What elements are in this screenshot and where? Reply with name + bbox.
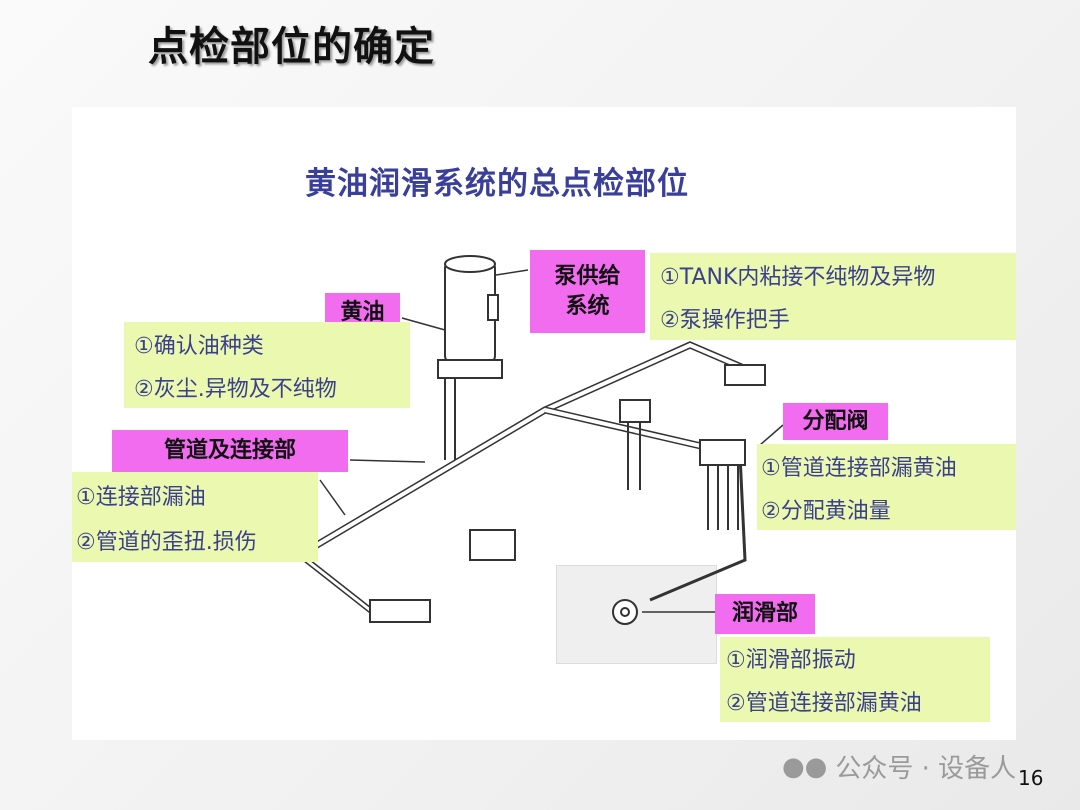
check-item: ①连接部漏油: [76, 484, 206, 510]
check-item: ②泵操作把手: [660, 308, 790, 334]
watermark-text: 公众号 · 设备人: [835, 754, 1017, 784]
check-item: ①润滑部振动: [726, 648, 856, 674]
label-pump-supply-system: 泵供给 系统: [530, 250, 645, 333]
label-pipe-connections: 管道及连接部: [112, 430, 348, 472]
checklist-pipe: ①连接部漏油 ②管道的歪扭.损伤: [72, 472, 318, 562]
check-item: ②灰尘.异物及不纯物: [134, 376, 337, 402]
label-distribution-valve: 分配阀: [783, 403, 888, 440]
diagram-title: 黄油润滑系统的总点检部位: [305, 166, 689, 202]
checklist-pump: ①TANK内粘接不纯物及异物 ②泵操作把手: [650, 253, 1016, 340]
checklist-grease: ①确认油种类 ②灰尘.异物及不纯物: [124, 322, 410, 408]
check-item: ②分配黄油量: [761, 498, 891, 524]
check-item: ①确认油种类: [134, 333, 264, 359]
check-item: ①管道连接部漏黄油: [761, 455, 957, 481]
label-lubrication-point: 润滑部: [715, 594, 815, 634]
watermark: ●● 公众号 · 设备人: [782, 748, 1016, 785]
page-number: 16: [1018, 766, 1044, 790]
wechat-icon: ●●: [782, 751, 828, 782]
checklist-valve: ①管道连接部漏黄油 ②分配黄油量: [757, 444, 1016, 530]
slide-title: 点检部位的确定: [148, 24, 435, 70]
check-item: ①TANK内粘接不纯物及异物: [660, 264, 936, 290]
check-item: ②管道连接部漏黄油: [726, 690, 922, 716]
checklist-lube: ①润滑部振动 ②管道连接部漏黄油: [720, 637, 990, 722]
check-item: ②管道的歪扭.损伤: [76, 529, 257, 555]
